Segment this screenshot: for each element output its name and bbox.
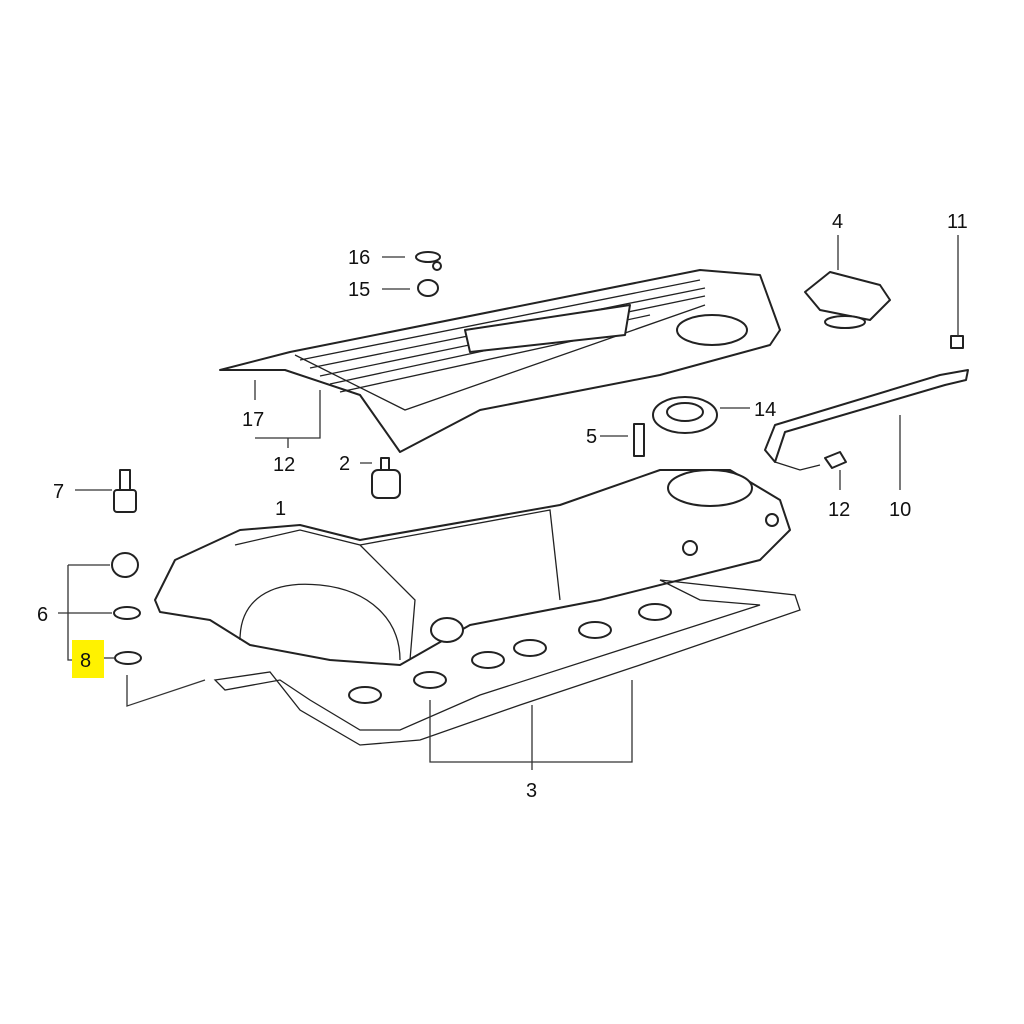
part-15-grommet — [417, 279, 439, 297]
part-11-nut — [950, 335, 964, 349]
label-6: 6 — [37, 604, 48, 626]
label-4: 4 — [832, 211, 843, 233]
label-12-plug: 12 — [828, 499, 850, 521]
callout-labels: 16 15 4 11 17 12 14 5 2 7 1 12 10 6 8 3 — [37, 211, 968, 802]
part-12-plug — [824, 451, 847, 469]
part-2-mount — [371, 457, 401, 499]
part-14-seal — [652, 396, 718, 434]
label-11: 11 — [947, 211, 968, 233]
part-16-clip — [415, 251, 442, 271]
highlight-label-8 — [72, 640, 104, 678]
label-17: 17 — [242, 409, 264, 431]
label-5: 5 — [586, 426, 597, 448]
valve-cover — [154, 469, 791, 666]
part-6-bolt-seal — [111, 552, 141, 620]
label-10: 10 — [889, 499, 911, 521]
spark-plug-seals — [348, 603, 672, 704]
gasket — [213, 579, 801, 746]
part-5-stud — [633, 423, 645, 457]
label-2: 2 — [339, 453, 350, 475]
label-16: 16 — [348, 247, 370, 269]
label-14: 14 — [754, 399, 776, 421]
label-7: 7 — [53, 481, 64, 503]
engine-cover — [219, 269, 781, 453]
label-1: 1 — [275, 498, 286, 520]
part-10-vent-hose — [764, 369, 969, 471]
label-8: 8 — [80, 650, 91, 672]
label-12-cover: 12 — [273, 454, 295, 476]
leader-lines — [58, 235, 959, 770]
part-4-cap — [804, 271, 891, 329]
label-15: 15 — [348, 279, 370, 301]
label-3: 3 — [526, 780, 537, 802]
part-7-bolt — [113, 469, 137, 513]
part-8-washer — [114, 651, 142, 665]
